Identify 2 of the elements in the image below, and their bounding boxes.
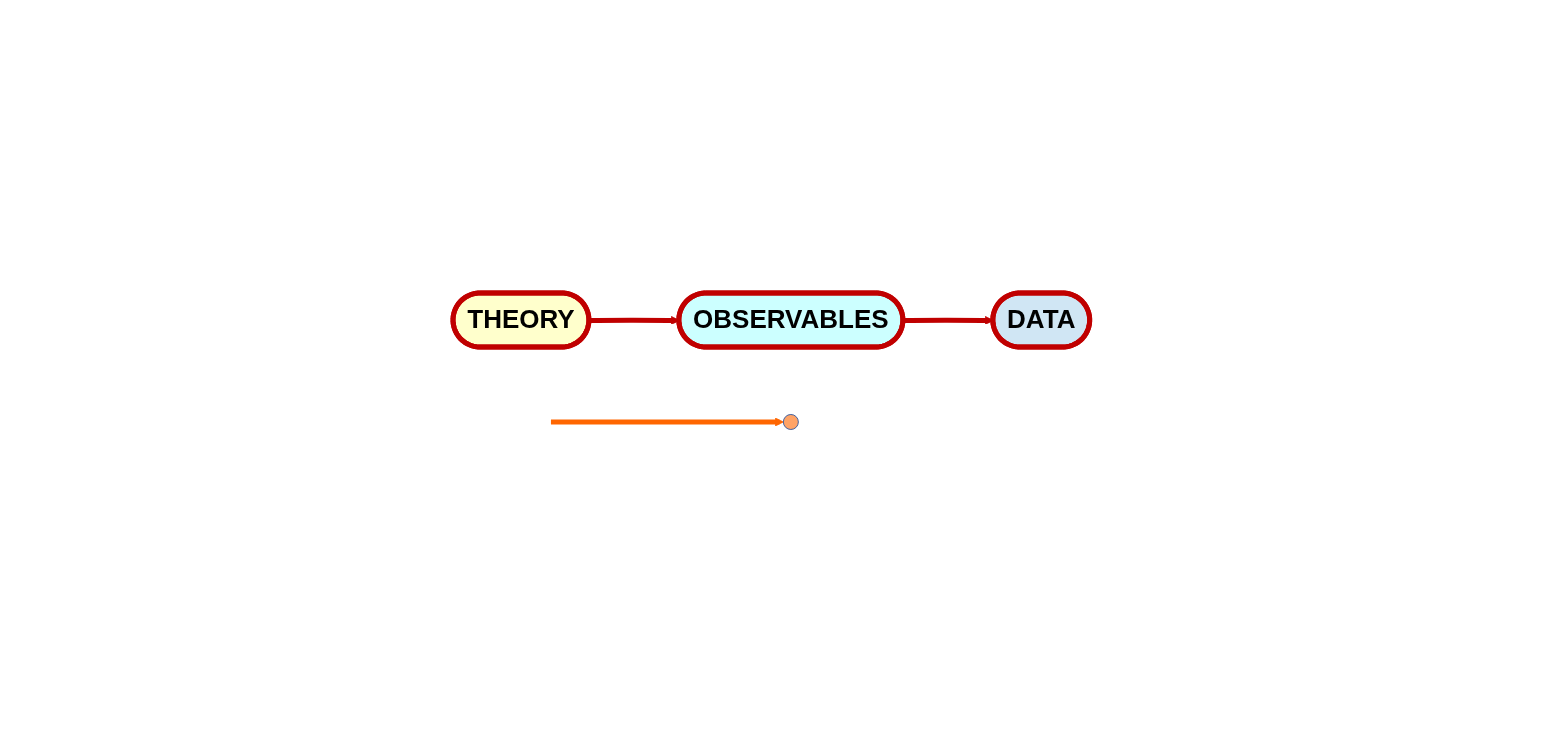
node-circle bbox=[782, 413, 799, 430]
arrow bbox=[550, 417, 784, 426]
